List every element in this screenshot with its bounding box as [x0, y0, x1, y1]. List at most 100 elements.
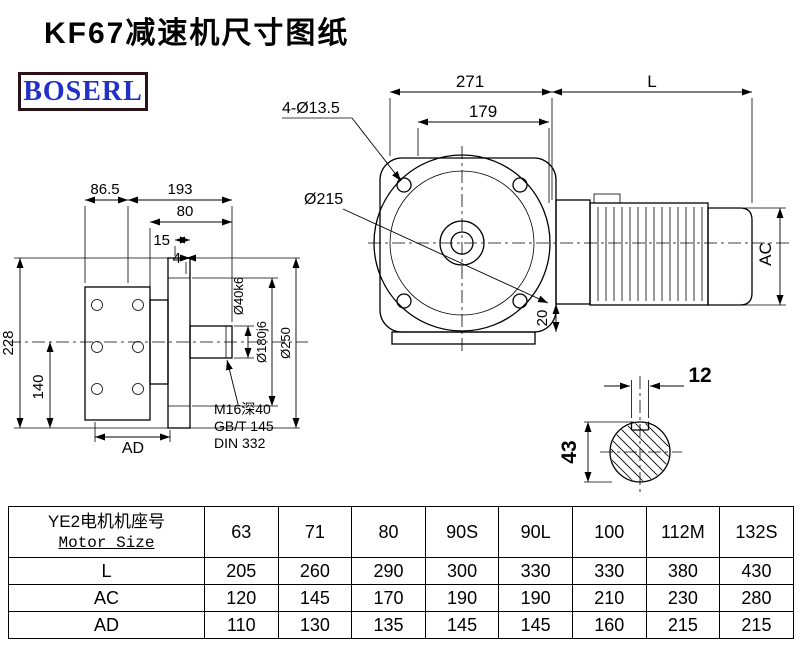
size-column-header: 100	[571, 506, 647, 558]
cell: 190	[498, 584, 573, 612]
dim-AD: AD	[94, 422, 171, 457]
motor-top-box	[593, 193, 621, 204]
callout-flange-dia: Ø215	[304, 191, 549, 304]
dim-key-width: 12	[604, 364, 712, 418]
cell: 430	[719, 557, 794, 585]
table-header-row: YE2电机机座号 Motor Size 63 71 80 90S 90L 100…	[8, 506, 794, 558]
cell: 145	[277, 584, 353, 612]
bolt-hole	[512, 293, 528, 309]
housing-bolt	[91, 299, 103, 311]
cell: 330	[498, 557, 573, 585]
dim-193: 193	[128, 181, 233, 322]
housing-bolt	[91, 341, 103, 353]
cell: 280	[719, 584, 794, 612]
note-din: DIN 332	[214, 435, 266, 451]
dim-15-label: 15	[153, 232, 170, 249]
flange-dia-side-label: Ø250	[278, 327, 293, 359]
cell: 215	[719, 611, 794, 639]
housing-bolt	[132, 383, 144, 395]
dim-140: 140	[30, 342, 54, 428]
motor-size-header-cn: YE2电机机座号	[47, 512, 166, 532]
cell: 300	[424, 557, 500, 585]
dim-271: 271	[389, 72, 553, 200]
gearbox-housing-side	[84, 257, 233, 429]
motor	[555, 193, 753, 306]
dim-86-5-label: 86.5	[90, 181, 119, 198]
dim-AC: AC	[714, 207, 786, 306]
cell: 145	[498, 611, 573, 639]
dim-80: 80	[149, 203, 232, 295]
motor-adapter	[555, 199, 591, 305]
cell: 380	[645, 557, 721, 585]
shaft-dia-label: Ø40k6	[231, 277, 246, 315]
cell: 145	[424, 611, 500, 639]
cell: 260	[277, 557, 353, 585]
tapped-hole-note: M16深40 GB/T 145 DIN 332	[214, 359, 274, 451]
side-view: 86.5 193 80 15 4	[0, 181, 308, 457]
shaft-section-dia-label: 43	[558, 440, 581, 463]
technical-drawing: 271 L 179 4-Ø13.5	[0, 72, 792, 496]
size-column-header: 90S	[424, 506, 500, 558]
cell: 120	[204, 584, 279, 612]
housing-bolt	[132, 299, 144, 311]
output-shaft	[189, 325, 233, 359]
shaft-section-view: 12 43	[558, 364, 712, 496]
table-row-AD: AD 110 130 135 145 145 160 215 215	[8, 611, 794, 639]
dim-228-label: 228	[0, 330, 17, 355]
dim-20: 20	[534, 304, 560, 332]
motor-body	[589, 202, 709, 306]
size-column-header: 90L	[498, 506, 573, 558]
cell: 135	[351, 611, 426, 639]
housing-block	[84, 286, 151, 421]
dim-shaft-section-dia: 43	[558, 421, 634, 483]
shaft-circle	[609, 421, 671, 483]
output-flange	[167, 257, 191, 429]
dim-L: L	[552, 72, 753, 203]
dim-L-label: L	[647, 72, 656, 91]
cell: 330	[571, 557, 647, 585]
shaft-hatching	[611, 423, 669, 481]
size-column-header: 63	[204, 506, 279, 558]
front-view: 271 L 179 4-Ø13.5	[282, 72, 792, 352]
dim-86-5: 86.5	[84, 181, 129, 283]
table-row-AC: AC 120 145 170 190 190 210 230 280	[8, 584, 794, 612]
dim-spigot-dia: Ø180j6	[254, 278, 276, 406]
housing-bolt	[91, 383, 103, 395]
keyway	[630, 421, 650, 431]
flange-circle	[373, 154, 551, 332]
dim-4-label: 4	[173, 250, 181, 267]
input-bore-circle	[439, 220, 485, 266]
cell: 290	[351, 557, 426, 585]
dim-193-label: 193	[167, 181, 192, 198]
motor-fins	[597, 207, 703, 301]
dim-AD-label: AD	[122, 440, 144, 457]
cell: 170	[351, 584, 426, 612]
size-column-header: 80	[351, 506, 426, 558]
flange-dia-label: Ø215	[304, 191, 343, 208]
bolt-hole	[396, 177, 412, 193]
dimension-table: YE2电机机座号 Motor Size 63 71 80 90S 90L 100…	[8, 506, 794, 639]
dim-20-label: 20	[534, 310, 551, 327]
brand-logo-text: BOSERL	[23, 75, 143, 107]
dim-4: 4	[173, 250, 196, 274]
dim-179: 179	[417, 102, 550, 203]
row-label: AD	[8, 611, 205, 639]
spigot-dia-label: Ø180j6	[254, 321, 269, 363]
size-column-header: 112M	[645, 506, 721, 558]
dim-140-label: 140	[30, 374, 47, 399]
motor-size-header-cell: YE2电机机座号 Motor Size	[8, 506, 205, 558]
dim-15: 15	[153, 232, 190, 256]
input-shaft-circle	[450, 231, 474, 255]
dim-80-label: 80	[177, 203, 194, 220]
motor-size-header-en: Motor Size	[58, 533, 155, 552]
cell: 210	[571, 584, 647, 612]
dim-shaft-dia: Ø40k6	[231, 277, 254, 359]
row-label: AC	[8, 584, 205, 612]
row-label: L	[8, 557, 205, 585]
cell: 130	[277, 611, 353, 639]
cell: 215	[645, 611, 721, 639]
cell: 190	[424, 584, 500, 612]
brand-logo: BOSERL	[18, 72, 148, 111]
spigot-circle	[389, 170, 535, 316]
